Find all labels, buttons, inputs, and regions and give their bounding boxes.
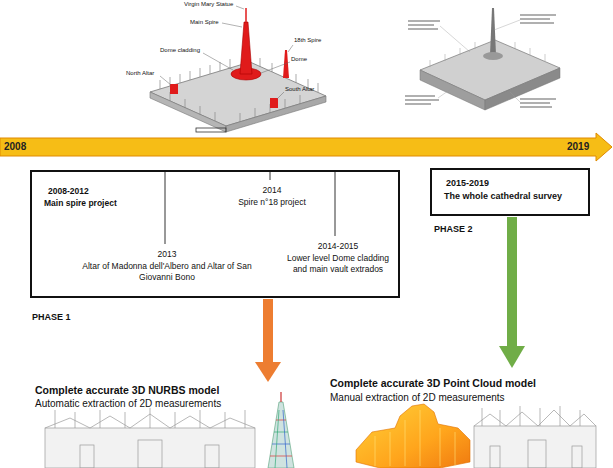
result-heading: Complete accurate 3D NURBS model [35,384,219,397]
result-note: Manual extraction of 2D measurements [330,392,505,404]
milestone-title: The whole cathedral survey [444,191,588,202]
phase-heading: PHASE 1 [32,312,112,323]
cathedral-axonometric [150,6,326,132]
milestone-text: 2014-2015 [280,241,396,252]
part-label: 18th Spire [294,37,321,44]
part-label: South Altar [285,86,314,93]
timeline-arrow [0,133,612,161]
part-label: North Altar [126,70,154,77]
milestone-text: 2014 [222,185,322,196]
milestone-text: Spire n°18 project [222,197,322,208]
point-cloud-drawing [356,404,470,468]
part-label: Virgin Mary Statue [184,1,233,8]
milestone-title: 2015-2019 [446,178,586,189]
result-note: Automatic extraction of 2D measurements [35,398,221,410]
milestone-text: Altar of Madonna dell'Albero and Altar o… [72,261,262,282]
part-label: Dome [291,56,307,63]
part-label: Dome cladding [160,47,200,54]
phase-box: 2015-2019The whole cathedral surveyPHASE… [430,168,590,216]
cathedral-survey-sketch [405,8,560,110]
facade-drawing [474,406,596,468]
orange-arrow [255,299,281,382]
milestone-text: Lower level Dome cladding and main vault… [280,253,396,274]
nurbs-model-drawing [45,408,255,468]
part-label: Main Spire [190,19,219,26]
result-heading: Complete accurate 3D Point Cloud model [330,377,536,390]
phase-heading: PHASE 2 [434,224,514,235]
spire-model [268,392,294,468]
year-label: 2019 [567,141,589,153]
year-label: 2008 [4,141,26,153]
milestone-title: Main spire project [44,198,154,209]
milestone-title: 2008-2012 [48,186,138,197]
milestone-text: 2013 [72,249,262,260]
green-arrow [499,217,525,368]
phase-box: 2008-2012Main spire project 2013Altar of … [30,170,400,298]
timeline-ticks [165,171,335,244]
